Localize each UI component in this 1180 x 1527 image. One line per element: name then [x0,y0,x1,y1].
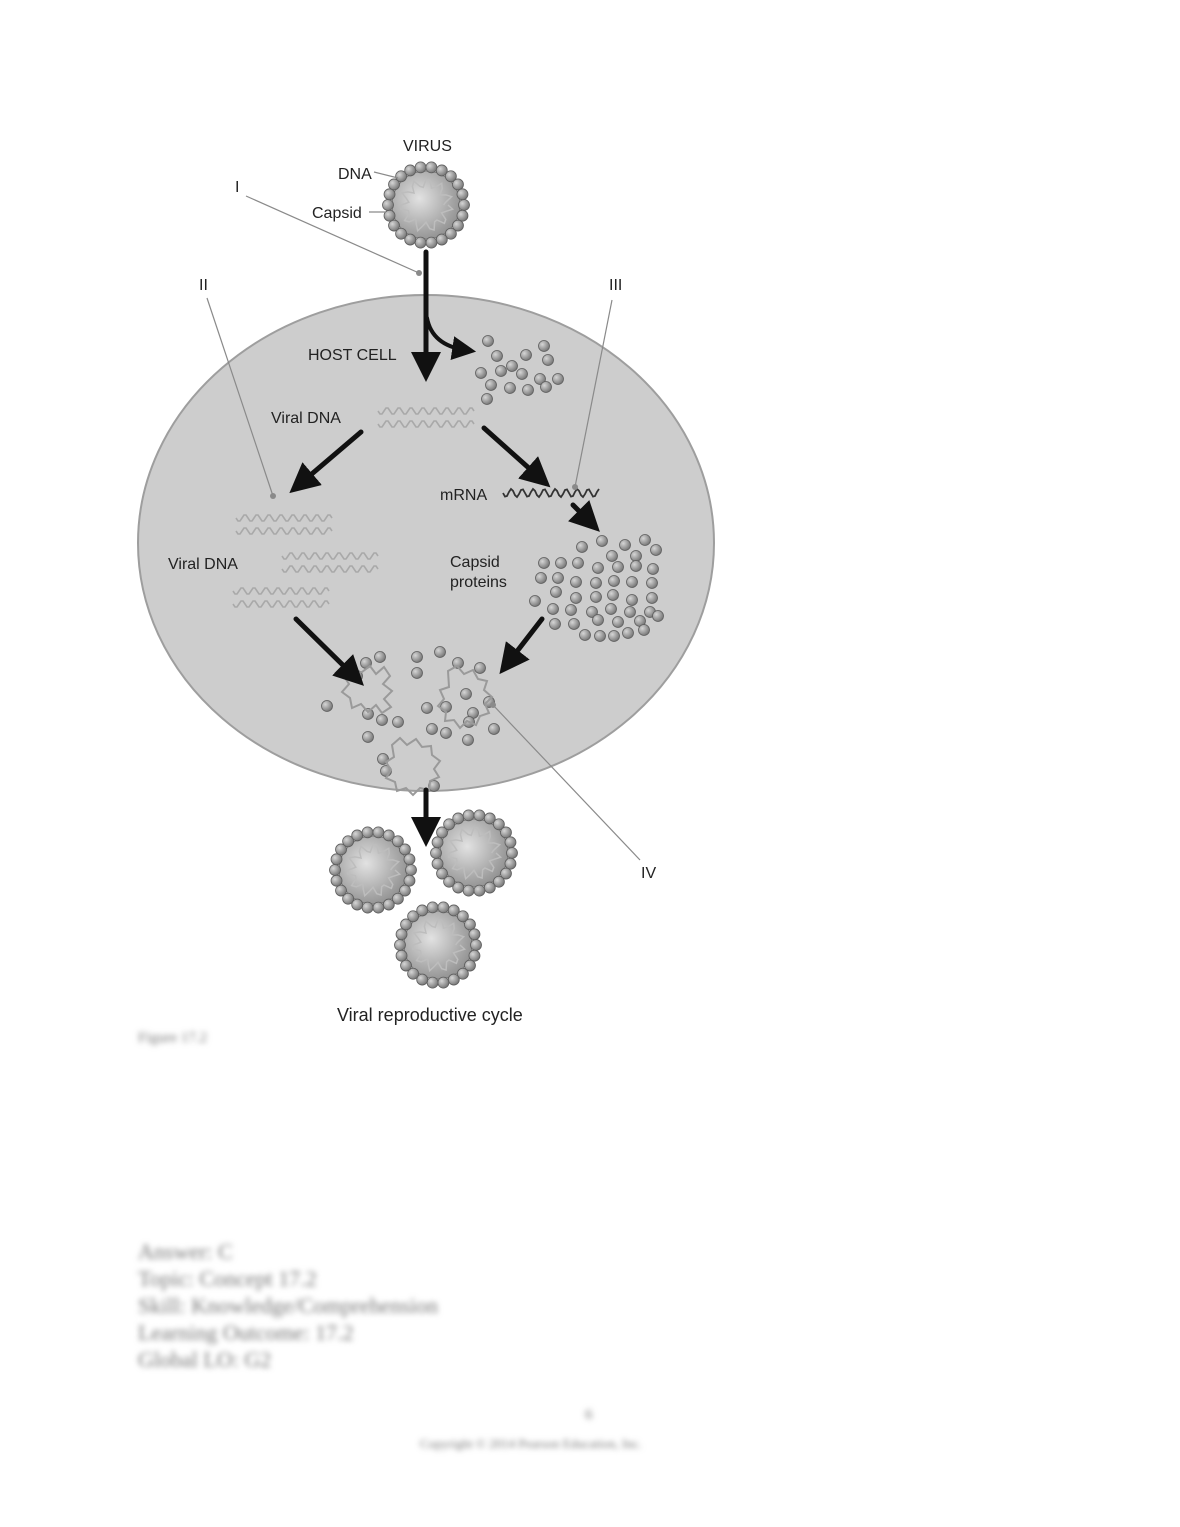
pointer-label-iii: III [609,277,622,294]
virus-released-1 [329,826,417,914]
pointer-lines [206,171,641,861]
pointer-label-i: I [235,179,239,196]
global-lo-line: Global LO: G2 [138,1347,272,1372]
pointer-line-i [245,195,420,274]
assembly-dna-loops [340,664,494,797]
pointer-label-iv: IV [641,865,656,882]
arrow-proteins-to-assembly [499,616,545,675]
arrow-dna-to-assembly [293,616,364,686]
virus-released-2 [430,809,518,897]
mrna-label: mRNA [440,487,487,504]
viral-cycle-diagram: VIRUS DNA Capsid HOST CELL Viral DNA Vir… [137,138,715,1025]
pointer-line-ii [206,297,274,497]
topic-line: Topic: Concept 17.2 [138,1266,317,1291]
virus-label: VIRUS [403,138,452,155]
virus-top [382,161,470,249]
capsid-proteins-label-2: proteins [450,574,507,591]
skill-line: Skill: Knowledge/Comprehension [138,1293,439,1318]
arrow-translation [568,500,600,532]
arrow-uncoating [425,316,477,360]
capsid-proteins-label-1: Capsid [450,554,500,571]
viral-dna-strands-left [232,514,379,608]
arrow-transcription [481,425,551,488]
pointer-line-iv [492,704,641,861]
virus-released-3 [394,901,482,989]
viral-dna-strand-top [377,407,475,428]
capsid-protein-cluster [529,534,664,642]
capsid-label: Capsid [312,205,362,222]
answer-line: Answer: C [138,1239,233,1264]
host-cell-label: HOST CELL [308,347,397,364]
dna-label: DNA [338,166,372,183]
viral-dna-label-top: Viral DNA [271,410,341,427]
pointer-dots [270,270,578,708]
learning-outcome-line: Learning Outcome: 17.2 [138,1320,354,1345]
figure-caption: Figure 17.2 [138,1030,208,1046]
dna-leader [373,171,399,179]
copyright-notice: Copyright © 2014 Pearson Education, Inc. [420,1436,642,1451]
arrow-replication [289,429,364,494]
pointer-label-ii: II [199,277,208,294]
mrna-strand [502,487,600,499]
arrows [289,249,600,847]
pointer-line-iii [574,299,613,488]
capsomere-cluster-entry [475,335,564,405]
answer-metadata: Answer: C Topic: Concept 17.2 Skill: Kno… [138,1238,438,1373]
diagram-title: Viral reproductive cycle [337,1005,523,1025]
page-number: 6 [585,1407,593,1423]
viral-dna-label-left: Viral DNA [168,556,238,573]
